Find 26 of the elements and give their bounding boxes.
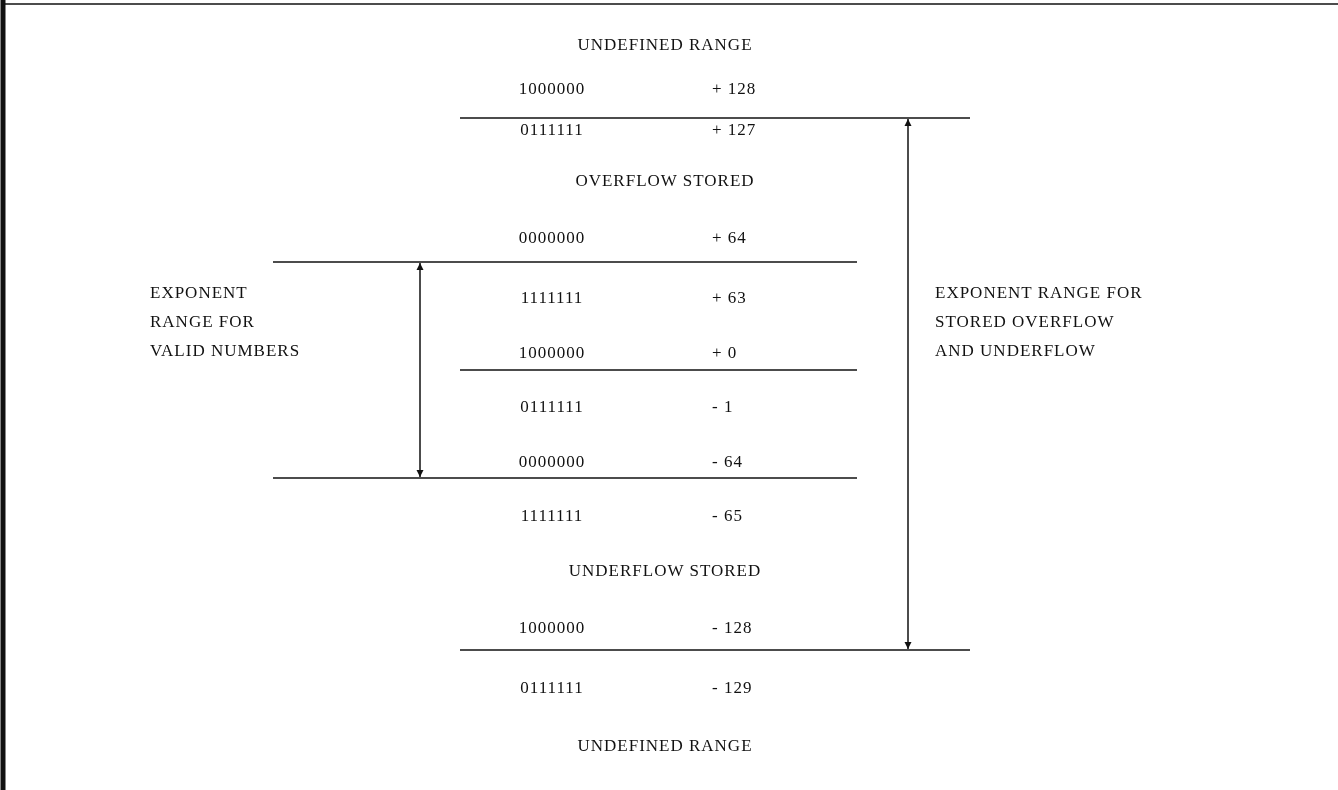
range-name: OVERFLOW STORED bbox=[575, 170, 755, 192]
range-name: UNDEFINED RANGE bbox=[577, 735, 753, 757]
exponent-value: + 127 bbox=[712, 119, 757, 141]
exponent-value: + 64 bbox=[712, 227, 747, 249]
binary-code: 0000000 bbox=[518, 451, 586, 473]
binary-code: 0000000 bbox=[518, 227, 586, 249]
binary-code: 1000000 bbox=[518, 617, 586, 639]
exponent-value: + 63 bbox=[712, 287, 747, 309]
exponent-value: - 65 bbox=[712, 505, 743, 527]
binary-code: 1111111 bbox=[520, 287, 584, 309]
exponent-value: - 64 bbox=[712, 451, 743, 473]
range-description: EXPONENT RANGE FOR STORED OVERFLOW AND UNDERFLOW bbox=[935, 282, 1144, 362]
binary-code: 1111111 bbox=[520, 505, 584, 527]
exponent-value: - 128 bbox=[712, 617, 753, 639]
binary-code: 0111111 bbox=[520, 119, 584, 141]
binary-code: 1000000 bbox=[518, 78, 586, 100]
range-name: UNDEFINED RANGE bbox=[577, 34, 753, 56]
exponent-value: - 1 bbox=[712, 396, 734, 418]
range-description: EXPONENT RANGE FOR VALID NUMBERS bbox=[150, 282, 302, 362]
exponent-value: + 128 bbox=[712, 78, 757, 100]
exponent-value: - 129 bbox=[712, 677, 753, 699]
binary-code: 0111111 bbox=[520, 677, 584, 699]
binary-code: 1000000 bbox=[518, 342, 586, 364]
exponent-value: + 0 bbox=[712, 342, 738, 364]
binary-code: 0111111 bbox=[520, 396, 584, 418]
range-name: UNDERFLOW STORED bbox=[568, 560, 762, 582]
